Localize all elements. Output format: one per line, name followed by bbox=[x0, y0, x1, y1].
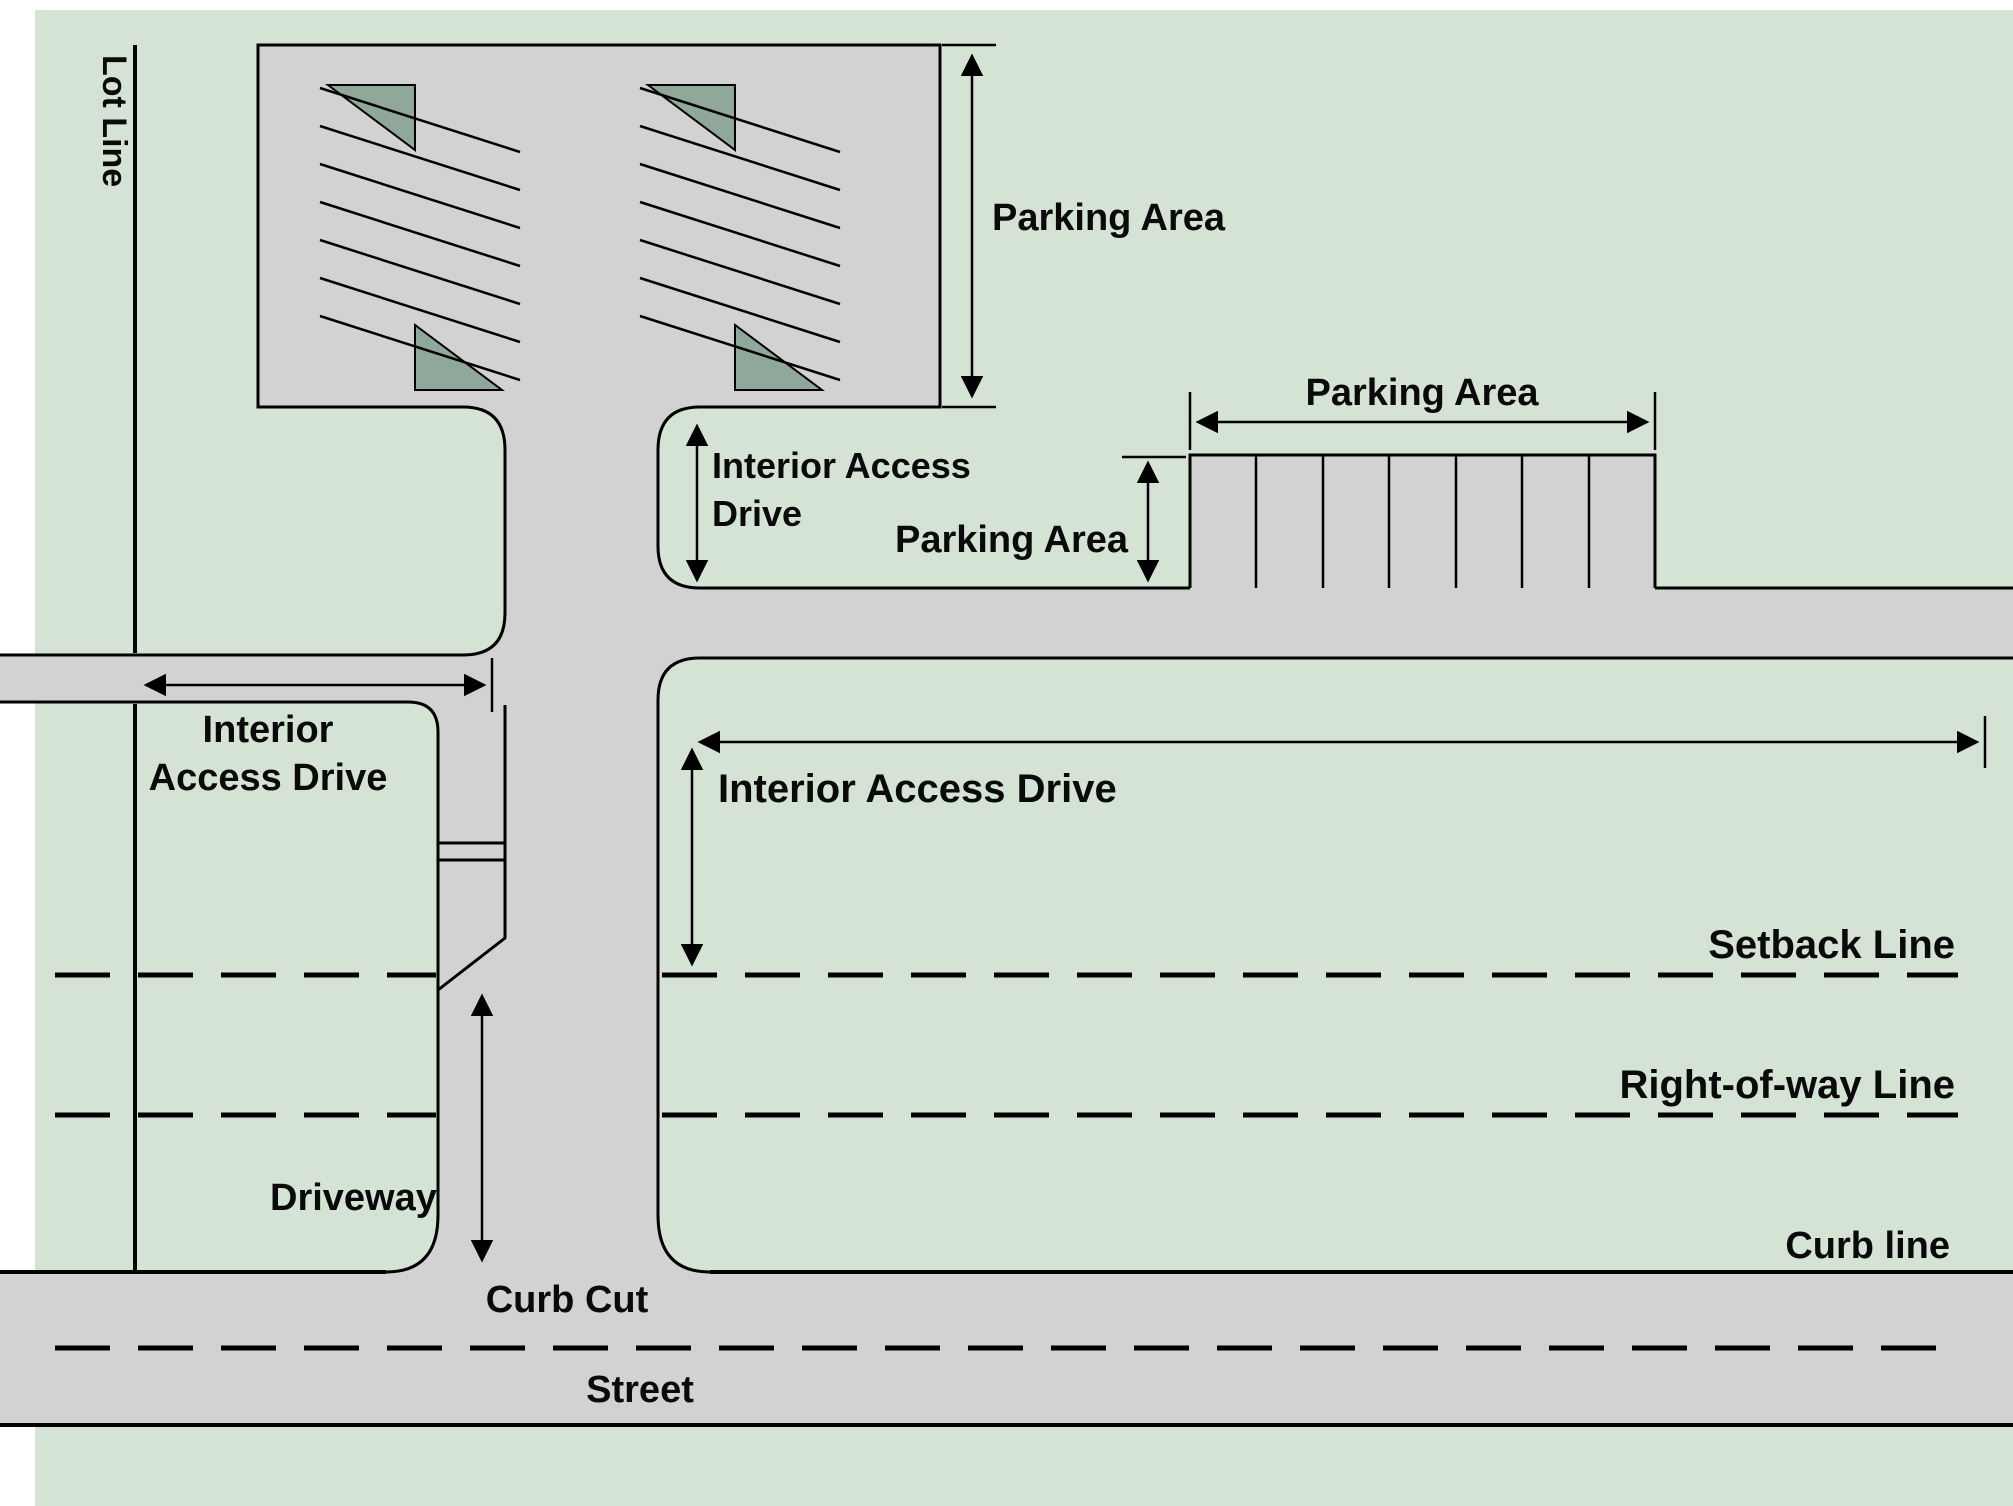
label-interior: Interior bbox=[203, 709, 334, 751]
perpendicular-stall-lines bbox=[1254, 455, 1591, 588]
label-right-of-way-line: Right-of-way Line bbox=[1619, 1063, 1955, 1107]
label-parking-area-top: Parking Area bbox=[992, 197, 1226, 239]
label-access-drive: Access Drive bbox=[149, 757, 388, 799]
right-access-drive-top-edge bbox=[656, 450, 2013, 590]
left-access-drive-pavement bbox=[0, 655, 520, 702]
driveway-left-lane-pavement bbox=[438, 700, 505, 1272]
extension-ticks bbox=[1188, 392, 1657, 450]
driveway-right-edge bbox=[656, 700, 711, 1274]
label-driveway: Driveway bbox=[270, 1177, 437, 1219]
angled-parking-stalls-left bbox=[319, 84, 521, 391]
painted-island-triangle bbox=[414, 323, 506, 391]
dimension-annotations bbox=[143, 43, 1987, 1263]
pavement-outlines bbox=[0, 43, 2013, 1427]
label-interior-access: Interior Access bbox=[712, 445, 971, 486]
label-setback-line: Setback Line bbox=[1708, 923, 1955, 967]
stall-stripes bbox=[319, 86, 521, 382]
left-access-drive-top-edge bbox=[0, 450, 507, 657]
stall-stripes bbox=[639, 86, 841, 382]
label-parking-area-right-side: Parking Area bbox=[895, 519, 1129, 561]
label-street: Street bbox=[586, 1369, 694, 1411]
right-parking-area-pavement bbox=[1190, 455, 1655, 590]
right-access-drive-pavement bbox=[655, 588, 2013, 658]
right-access-drive-bottom-edge bbox=[656, 656, 2013, 701]
driveway-pavement bbox=[505, 400, 658, 1272]
right-parking-area-outline bbox=[1188, 453, 1657, 588]
label-curb-cut: Curb Cut bbox=[486, 1279, 649, 1321]
driveway-crosswalk-ticks bbox=[438, 841, 505, 862]
label-parking-area-right-top: Parking Area bbox=[1305, 372, 1539, 414]
extension-ticks bbox=[942, 43, 996, 409]
angled-parking-stalls-right bbox=[639, 84, 841, 391]
label-curb-line: Curb line bbox=[1785, 1225, 1950, 1267]
label-lot-line: Lot Line bbox=[95, 55, 133, 187]
label-interior-access-drive-long: Interior Access Drive bbox=[718, 767, 1117, 811]
top-parking-lot-outline bbox=[256, 43, 942, 451]
label-drive: Drive bbox=[712, 493, 802, 534]
driveway-left-edge bbox=[0, 700, 440, 1274]
driveway-lane-divider bbox=[437, 705, 507, 992]
painted-island-triangle bbox=[734, 323, 826, 391]
